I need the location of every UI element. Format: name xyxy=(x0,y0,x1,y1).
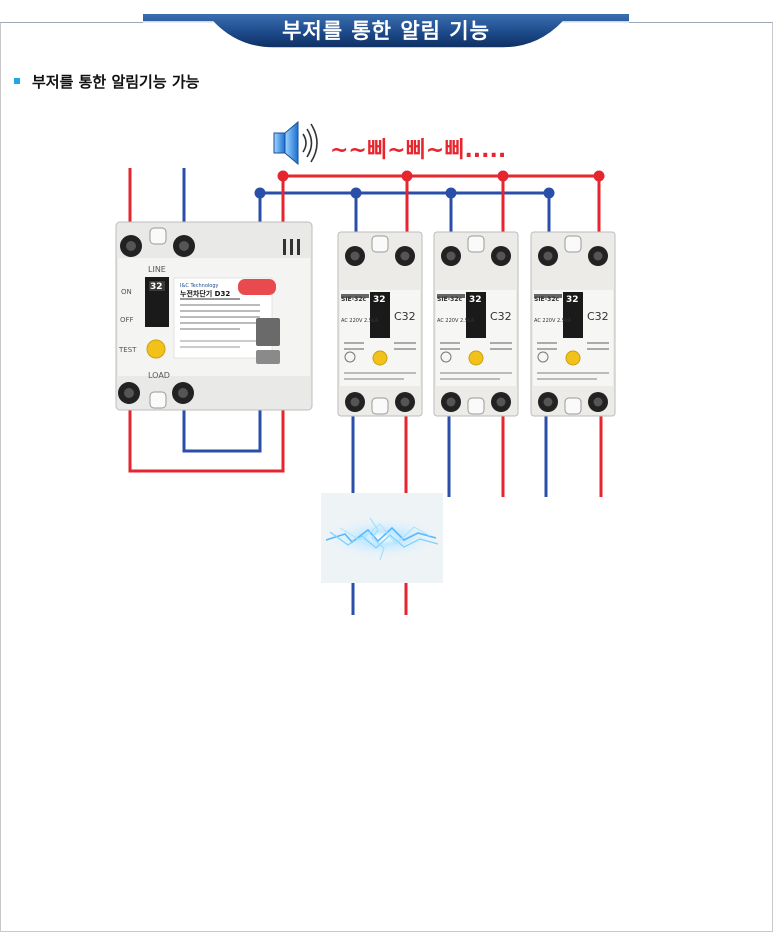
test-label: TEST xyxy=(118,346,137,354)
title-banner xyxy=(143,14,629,48)
branch-3-rating: 32 xyxy=(566,295,579,305)
branch-2-type: SIE-32c xyxy=(437,296,462,303)
speaker-icon xyxy=(273,120,318,166)
branch-2-rating: 32 xyxy=(469,295,482,305)
branch-1-class: C32 xyxy=(394,310,416,323)
branch-breaker-2 xyxy=(433,231,519,417)
branch-1-spec: AC 220V 2.5kA xyxy=(341,318,379,324)
branch-2-class: C32 xyxy=(490,310,512,323)
branch-1-type: SIE-32c xyxy=(341,296,366,303)
load-label: LOAD xyxy=(148,371,170,380)
live-bus xyxy=(277,170,605,182)
main-brand: I&C Technology xyxy=(180,283,219,289)
on-label: ON xyxy=(121,288,132,296)
page-title: 부저를 통한 알림 기능 xyxy=(282,19,490,43)
branch-supply-wires xyxy=(354,176,601,240)
branch-2-spec: AC 220V 2.5kA xyxy=(437,318,475,324)
main-rating: 32 xyxy=(150,282,163,292)
off-label: OFF xyxy=(120,316,134,324)
branch-breaker-1 xyxy=(337,231,423,417)
branch-3-type: SIE-32c xyxy=(534,296,559,303)
neutral-bus xyxy=(254,187,555,199)
line-label: LINE xyxy=(148,265,166,274)
main-breaker xyxy=(115,221,313,411)
main-breaker-wires xyxy=(128,168,285,473)
bullet-item: 부저를 통한 알림기능 가능 xyxy=(14,70,199,92)
branch-breaker-3 xyxy=(530,231,616,417)
branch-3-spec: AC 220V 2.5kA xyxy=(534,318,572,324)
branch-output-wires xyxy=(351,415,603,615)
bullet-square-icon xyxy=(14,78,20,84)
bullet-text: 부저를 통한 알림기능 가능 xyxy=(32,72,200,91)
branch-3-class: C32 xyxy=(587,310,609,323)
buzzer-sound-text: ~~삐~삐~삐..... xyxy=(330,138,507,163)
main-model: 누전차단기 D32 xyxy=(180,289,230,298)
electric-spark-icon xyxy=(321,493,443,583)
branch-1-rating: 32 xyxy=(373,295,386,305)
